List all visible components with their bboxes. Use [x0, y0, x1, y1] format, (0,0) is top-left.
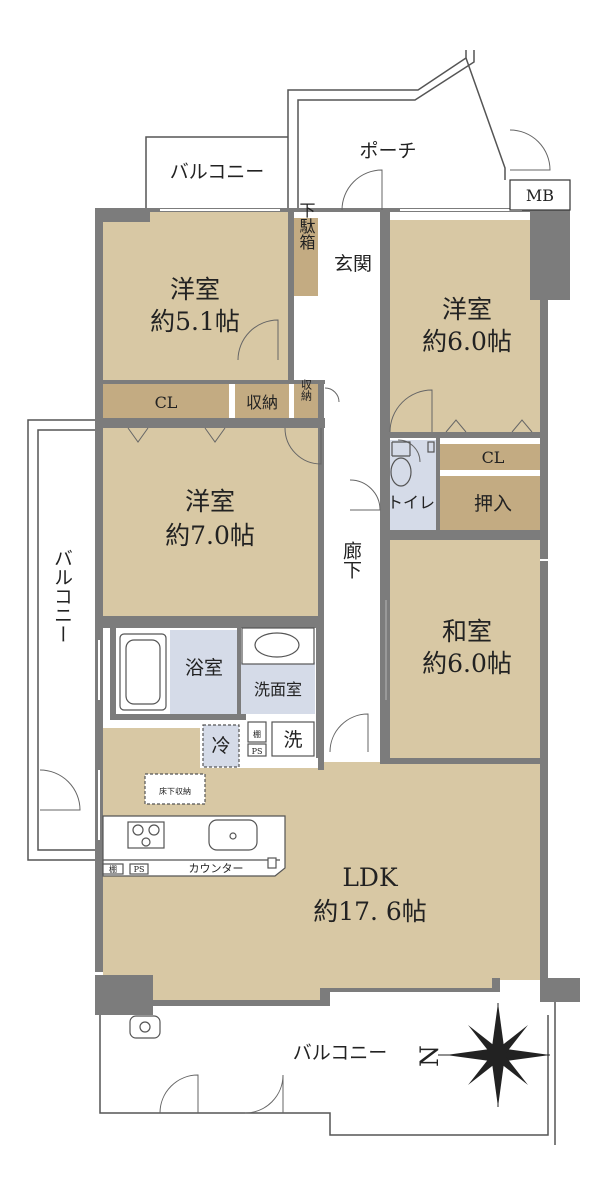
room-ldk [103, 728, 548, 1003]
porch-outline [287, 50, 506, 210]
corridor-label: 廊下 [340, 541, 362, 579]
room-fills [103, 212, 548, 1003]
balcony-left-label: バルコニー [51, 549, 73, 644]
bathtub [119, 633, 167, 711]
bath-label: 浴室 [185, 657, 223, 679]
western1-name: 洋室 [170, 275, 220, 304]
corridor-area [322, 300, 380, 762]
burner-2 [148, 824, 160, 836]
bath-fill [170, 630, 237, 714]
storage-fills [103, 218, 546, 530]
underfloor-label: 床下収納 [159, 786, 191, 796]
cl2-label: CL [482, 448, 505, 467]
balcony-bottom-label: バルコニー [293, 1042, 388, 1064]
bathtub-inner [125, 639, 161, 705]
cl1-label: CL [155, 393, 178, 412]
mb-box [509, 179, 571, 211]
western3-size: 約7.0帖 [165, 521, 255, 550]
outdoor-sink-bowl [139, 1021, 151, 1033]
washer-pan [271, 721, 315, 757]
washroom-fill [240, 662, 315, 714]
burner-3 [141, 837, 151, 847]
shuno-label: 収納 [246, 393, 278, 412]
entrance-label: 玄関 [334, 253, 372, 275]
kitchen-sink [208, 819, 258, 851]
balcony-top-label: バルコニー [170, 161, 265, 183]
stove [127, 821, 165, 849]
japanese-name: 和室 [442, 617, 492, 646]
ps-label: PS [252, 747, 263, 756]
compass-icon [438, 1003, 550, 1107]
washer-label: 洗 [283, 729, 302, 751]
western3-name: 洋室 [185, 487, 235, 516]
toilet-label: トイレ [387, 493, 435, 512]
room-western-1 [103, 212, 288, 380]
door-swings [39, 129, 551, 1114]
porch-label: ポーチ [359, 140, 416, 162]
closet-oshiire [440, 476, 546, 530]
balcony-top-outline [145, 136, 288, 210]
western2-name: 洋室 [442, 295, 492, 324]
western1-size: 約5.1帖 [150, 307, 240, 336]
closet-door-marks [127, 419, 533, 443]
counter-ps-box [129, 863, 149, 875]
toilet-bowl [390, 457, 412, 487]
fixtures [102, 179, 571, 1039]
fridge-space [202, 724, 240, 768]
shoe-box [294, 218, 318, 296]
windows [98, 209, 548, 840]
room-western-3 [103, 428, 318, 616]
wash-basin-counter [241, 627, 315, 665]
ps2-label: PS [134, 865, 145, 874]
closet-cl-1 [103, 384, 229, 418]
underfloor-storage-box [144, 773, 206, 805]
storage-shuno [235, 384, 289, 418]
sink-drain [229, 832, 237, 840]
washroom-label: 洗面室 [254, 680, 302, 699]
toilet-paper [427, 441, 435, 453]
western2-size: 約6.0帖 [422, 327, 512, 356]
japanese-size: 約6.0帖 [422, 649, 512, 678]
closet-cl-2 [440, 444, 546, 470]
wash-basin [254, 632, 300, 658]
shoebox-label: 下駄箱 [297, 202, 316, 250]
north-label: N [415, 1045, 444, 1067]
balcony-bottom-outline [99, 1000, 556, 1145]
balcony-left-outline [27, 419, 96, 861]
toilet-fill [388, 440, 436, 530]
ldk-size: 約17. 6帖 [313, 897, 427, 926]
ps-box [247, 743, 267, 757]
room-western-2 [390, 220, 548, 432]
toilet-tank [391, 441, 411, 457]
shelf-label: 棚 [253, 729, 261, 739]
room-japanese [390, 540, 548, 758]
counter-small-box [267, 857, 277, 869]
storage-shuno-small [294, 384, 318, 418]
fridge-label: 冷 [211, 735, 230, 757]
counter-label: カウンター [189, 862, 244, 875]
shelf-box [247, 721, 267, 743]
walls [95, 208, 580, 1015]
oshiire-label: 押入 [474, 493, 512, 515]
outdoor-sink [129, 1015, 161, 1039]
mb-label: MB [526, 186, 554, 205]
counter-shelf-box [102, 863, 124, 875]
shuno-small-label: 収納 [300, 379, 313, 402]
shelf2-label: 棚 [109, 864, 117, 874]
burner-1 [132, 824, 144, 836]
ldk-name: LDK [342, 863, 399, 892]
